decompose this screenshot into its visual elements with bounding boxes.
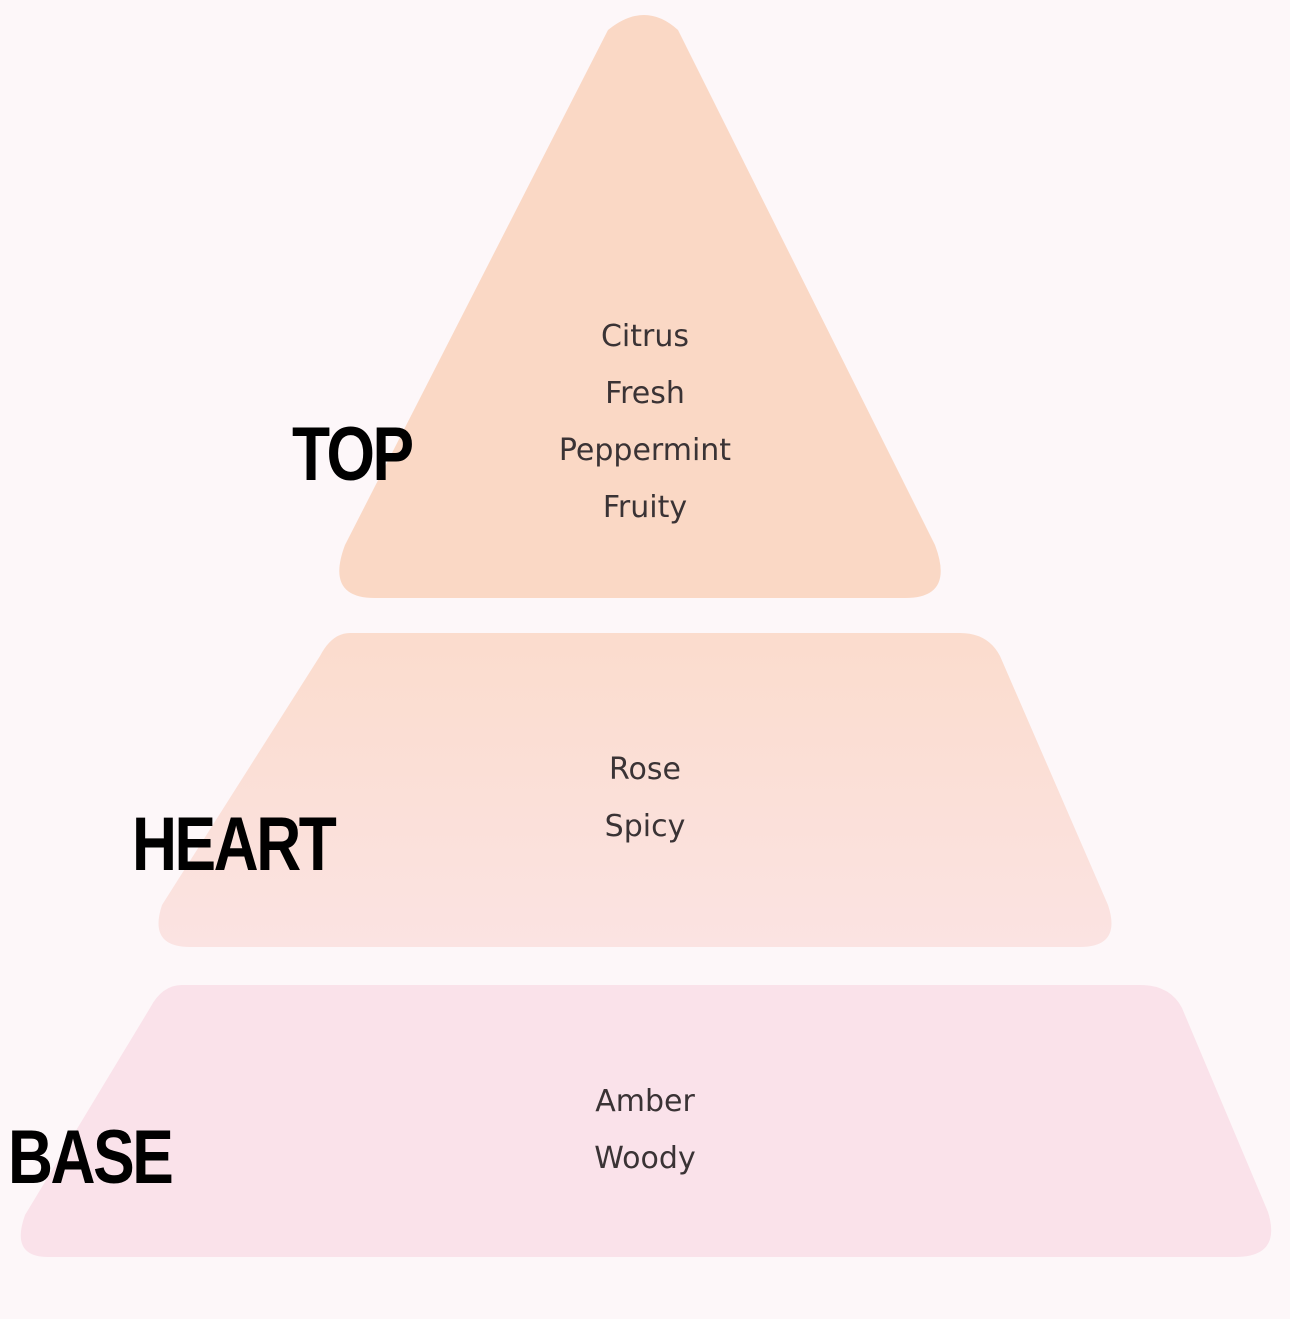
- tier-heart-label: HEART: [132, 802, 337, 887]
- note-item: Amber: [595, 1084, 695, 1119]
- note-item: Peppermint: [558, 433, 732, 468]
- tier-base-shape: [20, 985, 1272, 1257]
- tier-base-label: BASE: [8, 1115, 174, 1200]
- tier-top-notes: Citrus Fresh Peppermint Fruity: [545, 308, 745, 536]
- tier-top-label: TOP: [292, 412, 414, 497]
- tier-heart-notes: Rose Spicy: [545, 741, 745, 855]
- note-item: Fresh: [605, 376, 685, 411]
- note-item: Fruity: [602, 490, 688, 525]
- tier-top-shape: [339, 15, 941, 598]
- note-item: Woody: [594, 1141, 696, 1176]
- tier-base-notes: Amber Woody: [545, 1073, 745, 1187]
- tier-heart-shape: [158, 633, 1112, 947]
- note-item: Spicy: [604, 809, 686, 844]
- note-item: Rose: [609, 752, 681, 787]
- note-item: Citrus: [600, 319, 690, 354]
